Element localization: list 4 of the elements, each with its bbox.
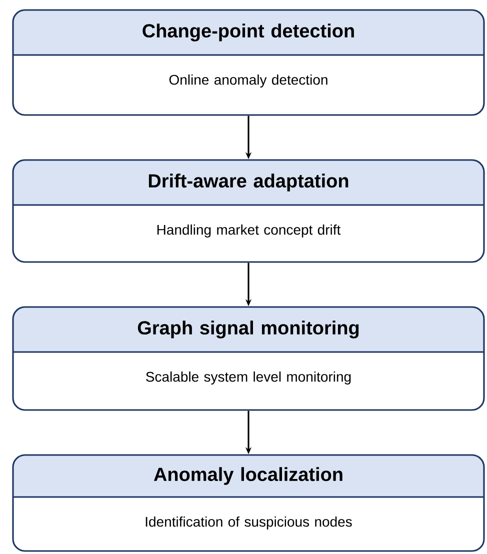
process-box: Drift-aware adaptation Handling market concept drift (12, 159, 485, 263)
process-box: Anomaly localization Identification of suspicious nodes (12, 454, 485, 552)
process-box: Change-point detection Online anomaly detection (12, 9, 485, 116)
process-box: Graph signal monitoring Scalable system level monitoring (12, 306, 485, 411)
